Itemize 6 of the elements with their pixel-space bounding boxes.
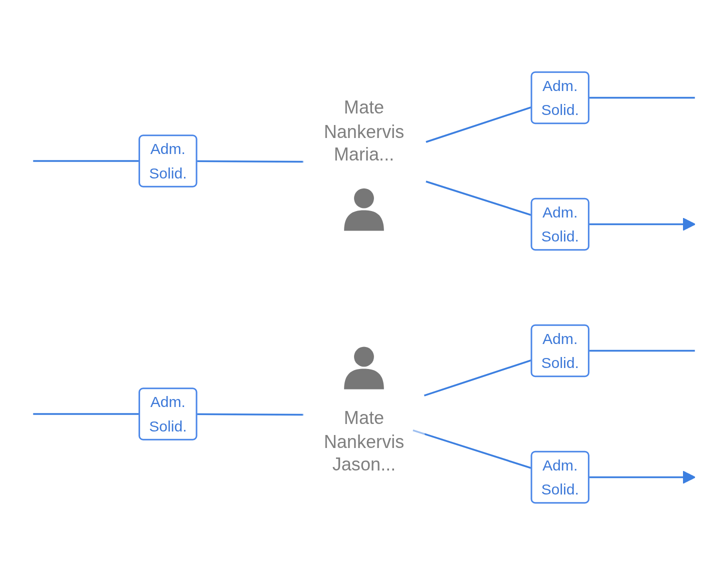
edge-label: Adm. Solid. bbox=[138, 388, 198, 440]
edge-label: Adm. Solid. bbox=[530, 324, 590, 378]
edge-label: Adm. Solid. bbox=[530, 198, 590, 251]
edge-label: Adm. Solid. bbox=[530, 71, 590, 124]
edge-label: Adm. Solid. bbox=[530, 450, 590, 504]
edge-label: Adm. Solid. bbox=[138, 134, 198, 188]
